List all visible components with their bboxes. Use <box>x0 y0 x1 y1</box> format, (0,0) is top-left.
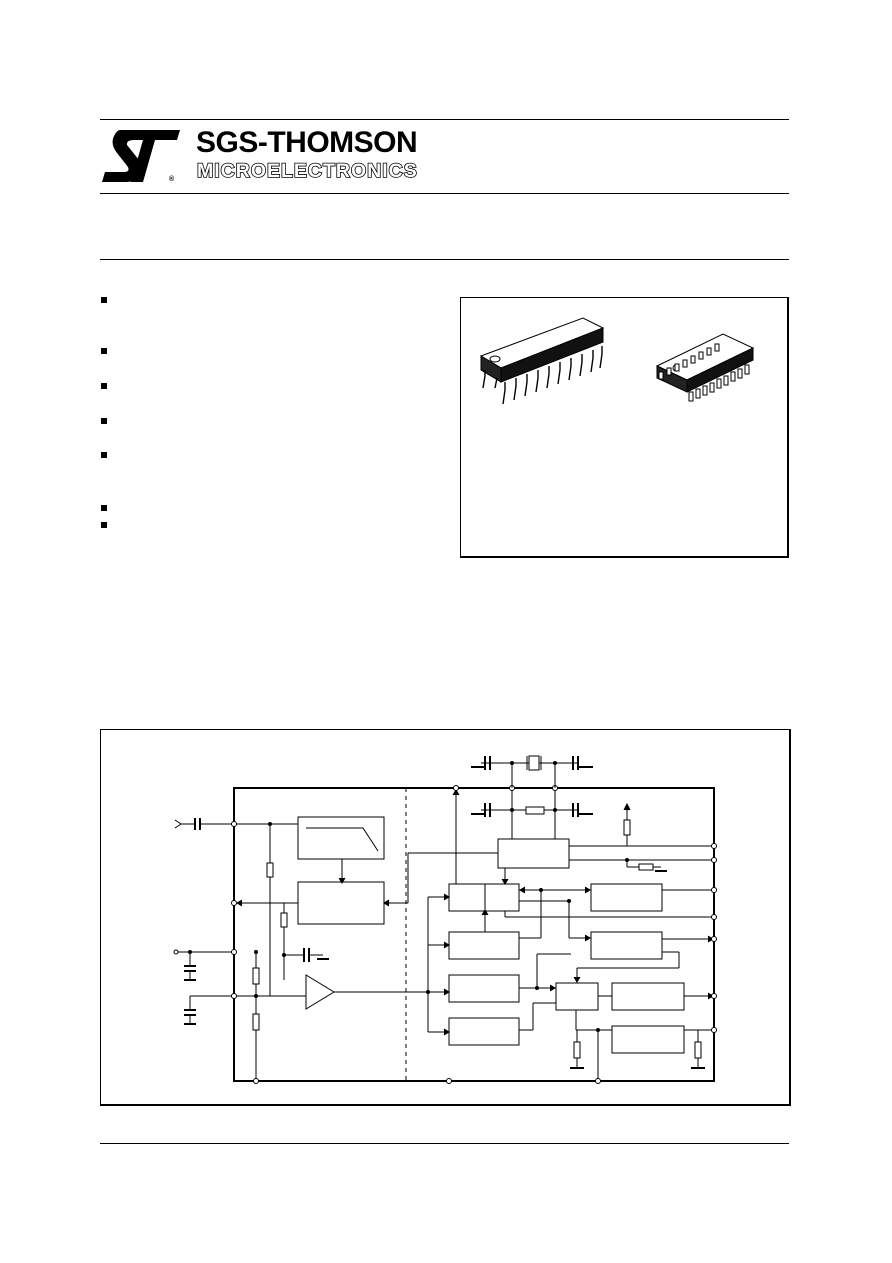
header-bottom-rule <box>100 193 789 194</box>
ic-boundary <box>233 787 715 1082</box>
block-diagram <box>100 729 791 1106</box>
feature-bullet <box>101 383 107 389</box>
so-package-icon <box>655 333 755 402</box>
output-block-2 <box>590 931 663 960</box>
package-box <box>460 297 789 558</box>
oscillator-block <box>497 838 570 869</box>
feature-bullet <box>101 418 107 424</box>
filter-block <box>297 816 385 860</box>
st-logo-icon <box>102 130 180 182</box>
registered-mark: ® <box>169 176 175 183</box>
feature-bullet <box>101 505 107 511</box>
logic-block-2 <box>448 931 520 960</box>
feature-bullet <box>101 297 107 303</box>
gate-block <box>555 982 599 1011</box>
detector-block <box>297 881 385 925</box>
reference-block <box>611 1025 685 1054</box>
feature-bullet <box>101 522 107 528</box>
brand-name: SGS-THOMSON <box>196 126 418 159</box>
logic-block-4 <box>448 1017 520 1046</box>
comparator-icon <box>305 974 335 1010</box>
title-rule <box>100 259 789 260</box>
logic-block-1 <box>448 883 520 912</box>
company-logo: ® SGS-THOMSON MICROELECTRONICS <box>100 126 445 186</box>
header-top-rule <box>100 119 789 120</box>
brand-division: MICROELECTRONICS <box>196 159 418 183</box>
logic-block-3 <box>448 974 520 1003</box>
driver-block <box>611 982 685 1011</box>
output-block-1 <box>590 883 663 912</box>
footer-rule <box>100 1143 789 1144</box>
dip-package-icon <box>479 317 605 405</box>
input-terminal <box>174 819 182 829</box>
feature-bullet <box>101 348 107 354</box>
feature-bullet <box>101 452 107 458</box>
